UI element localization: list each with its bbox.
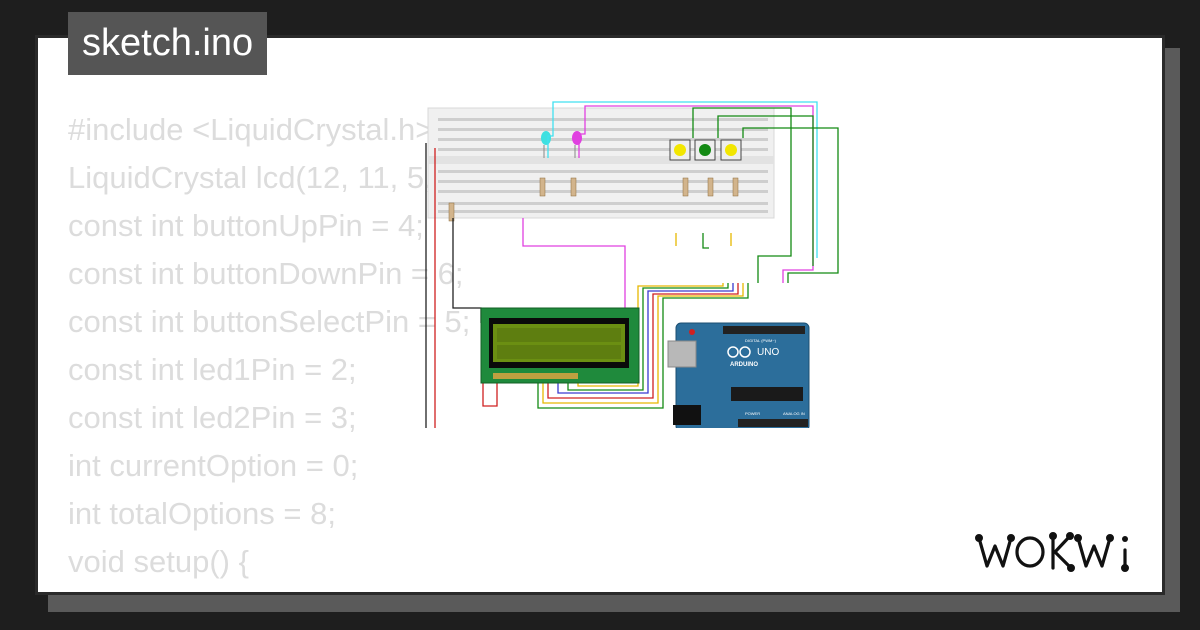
arduino-model-label: UNO — [757, 347, 779, 358]
pushbutton-green — [694, 139, 716, 161]
pushbutton-yellow-2 — [720, 139, 742, 161]
lcd-display — [480, 307, 640, 384]
sketch-title: sketch.ino — [68, 12, 268, 75]
code-line: void setup() { — [68, 544, 249, 579]
arduino-power-label: POWER — [745, 411, 760, 416]
wokwi-logo — [974, 528, 1150, 581]
breadboard — [427, 107, 775, 219]
arduino-brand-label: ARDUINO — [730, 362, 758, 368]
code-line: #include <LiquidCrystal.h> — [68, 112, 434, 147]
resistor — [448, 177, 739, 222]
pushbutton-yellow-1 — [669, 139, 691, 161]
code-line: const int buttonUpPin = 4; — [68, 208, 424, 243]
code-line: const int led1Pin = 2; — [68, 352, 357, 387]
arduino-analog-label: ANALOG IN — [783, 411, 805, 416]
code-line: int currentOption = 0; — [68, 448, 359, 483]
code-line: const int buttonSelectPin = 5; — [68, 304, 471, 339]
code-line: int totalOptions = 8; — [68, 496, 336, 531]
code-line: const int led2Pin = 3; — [68, 400, 357, 435]
wiring — [425, 101, 839, 428]
preview-card: #include <LiquidCrystal.h>LiquidCrystal … — [35, 35, 1165, 595]
code-line: const int buttonDownPin = 6; — [68, 256, 464, 291]
arduino-uno: UNO ARDUINO DIGITAL (PWM~) ANALOG IN POW… — [667, 322, 810, 428]
arduino-digital-label: DIGITAL (PWM~) — [745, 338, 777, 343]
code-line: lcd.begin(16, 2); — [68, 586, 546, 592]
circuit-diagram: UNO ARDUINO DIGITAL (PWM~) ANALOG IN POW… — [425, 101, 839, 428]
wokwi-logo-icon — [974, 531, 1130, 572]
